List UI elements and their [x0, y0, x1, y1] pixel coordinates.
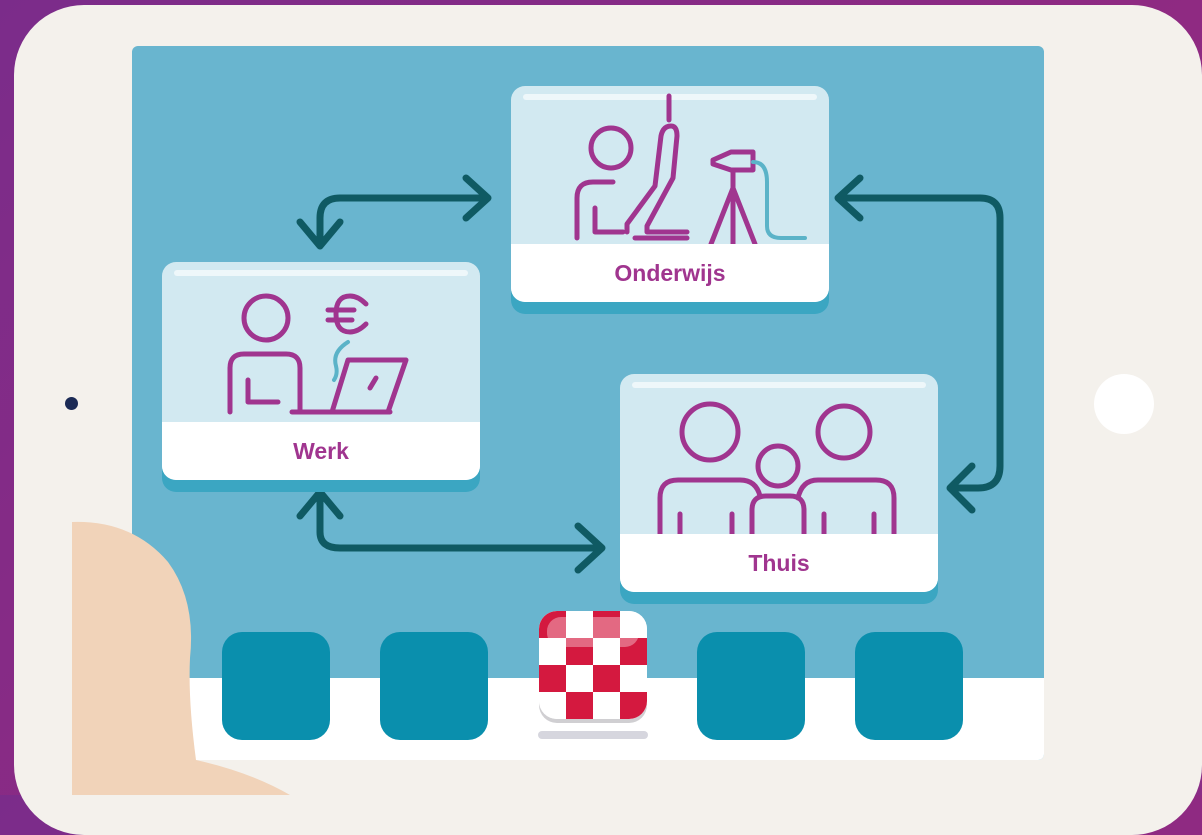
card-gloss	[174, 270, 468, 276]
arrow-werk-onderwijs	[316, 194, 488, 246]
arrowhead-werk-top	[296, 218, 344, 250]
student-raising-hand-with-camera-icon	[574, 93, 807, 246]
card-label-onderwijs: Onderwijs	[614, 259, 726, 286]
app-icon[interactable]	[697, 632, 805, 740]
arrowhead-thuis-left	[574, 522, 606, 574]
connection-arrows	[296, 174, 1004, 574]
arrowhead-werk-bottom	[296, 488, 344, 520]
label-band: Werk	[162, 422, 480, 480]
card-label-werk: Werk	[293, 437, 349, 464]
arrow-onderwijs-thuis	[838, 194, 1004, 492]
card-onderwijs[interactable]: Onderwijs	[511, 86, 829, 302]
label-band: Onderwijs	[511, 244, 829, 302]
home-button[interactable]	[1094, 374, 1154, 434]
app-icon[interactable]	[855, 632, 963, 740]
arrowhead-onderwijs-left	[462, 174, 492, 222]
family-icon	[657, 401, 897, 534]
hand-shape	[72, 521, 290, 795]
card-werk[interactable]: Werk	[162, 262, 480, 480]
label-band: Thuis	[620, 534, 938, 592]
app-icon[interactable]	[380, 632, 488, 740]
card-thuis[interactable]: Thuis	[620, 374, 938, 592]
person-at-laptop-with-euro-icon	[227, 293, 409, 415]
checker-app-icon[interactable]	[539, 611, 647, 719]
checker-pattern	[539, 611, 647, 719]
card-gloss	[632, 382, 926, 388]
arrowhead-onderwijs-right	[834, 174, 864, 222]
tablet-camera-dot	[65, 397, 78, 410]
arrow-werk-thuis	[316, 494, 602, 552]
card-label-thuis: Thuis	[748, 549, 810, 576]
arrowhead-thuis-right	[946, 462, 976, 514]
app-icon[interactable]	[222, 632, 330, 740]
active-app-indicator	[538, 731, 648, 739]
tablet-screen: Onderwijs Werk	[132, 46, 1044, 760]
